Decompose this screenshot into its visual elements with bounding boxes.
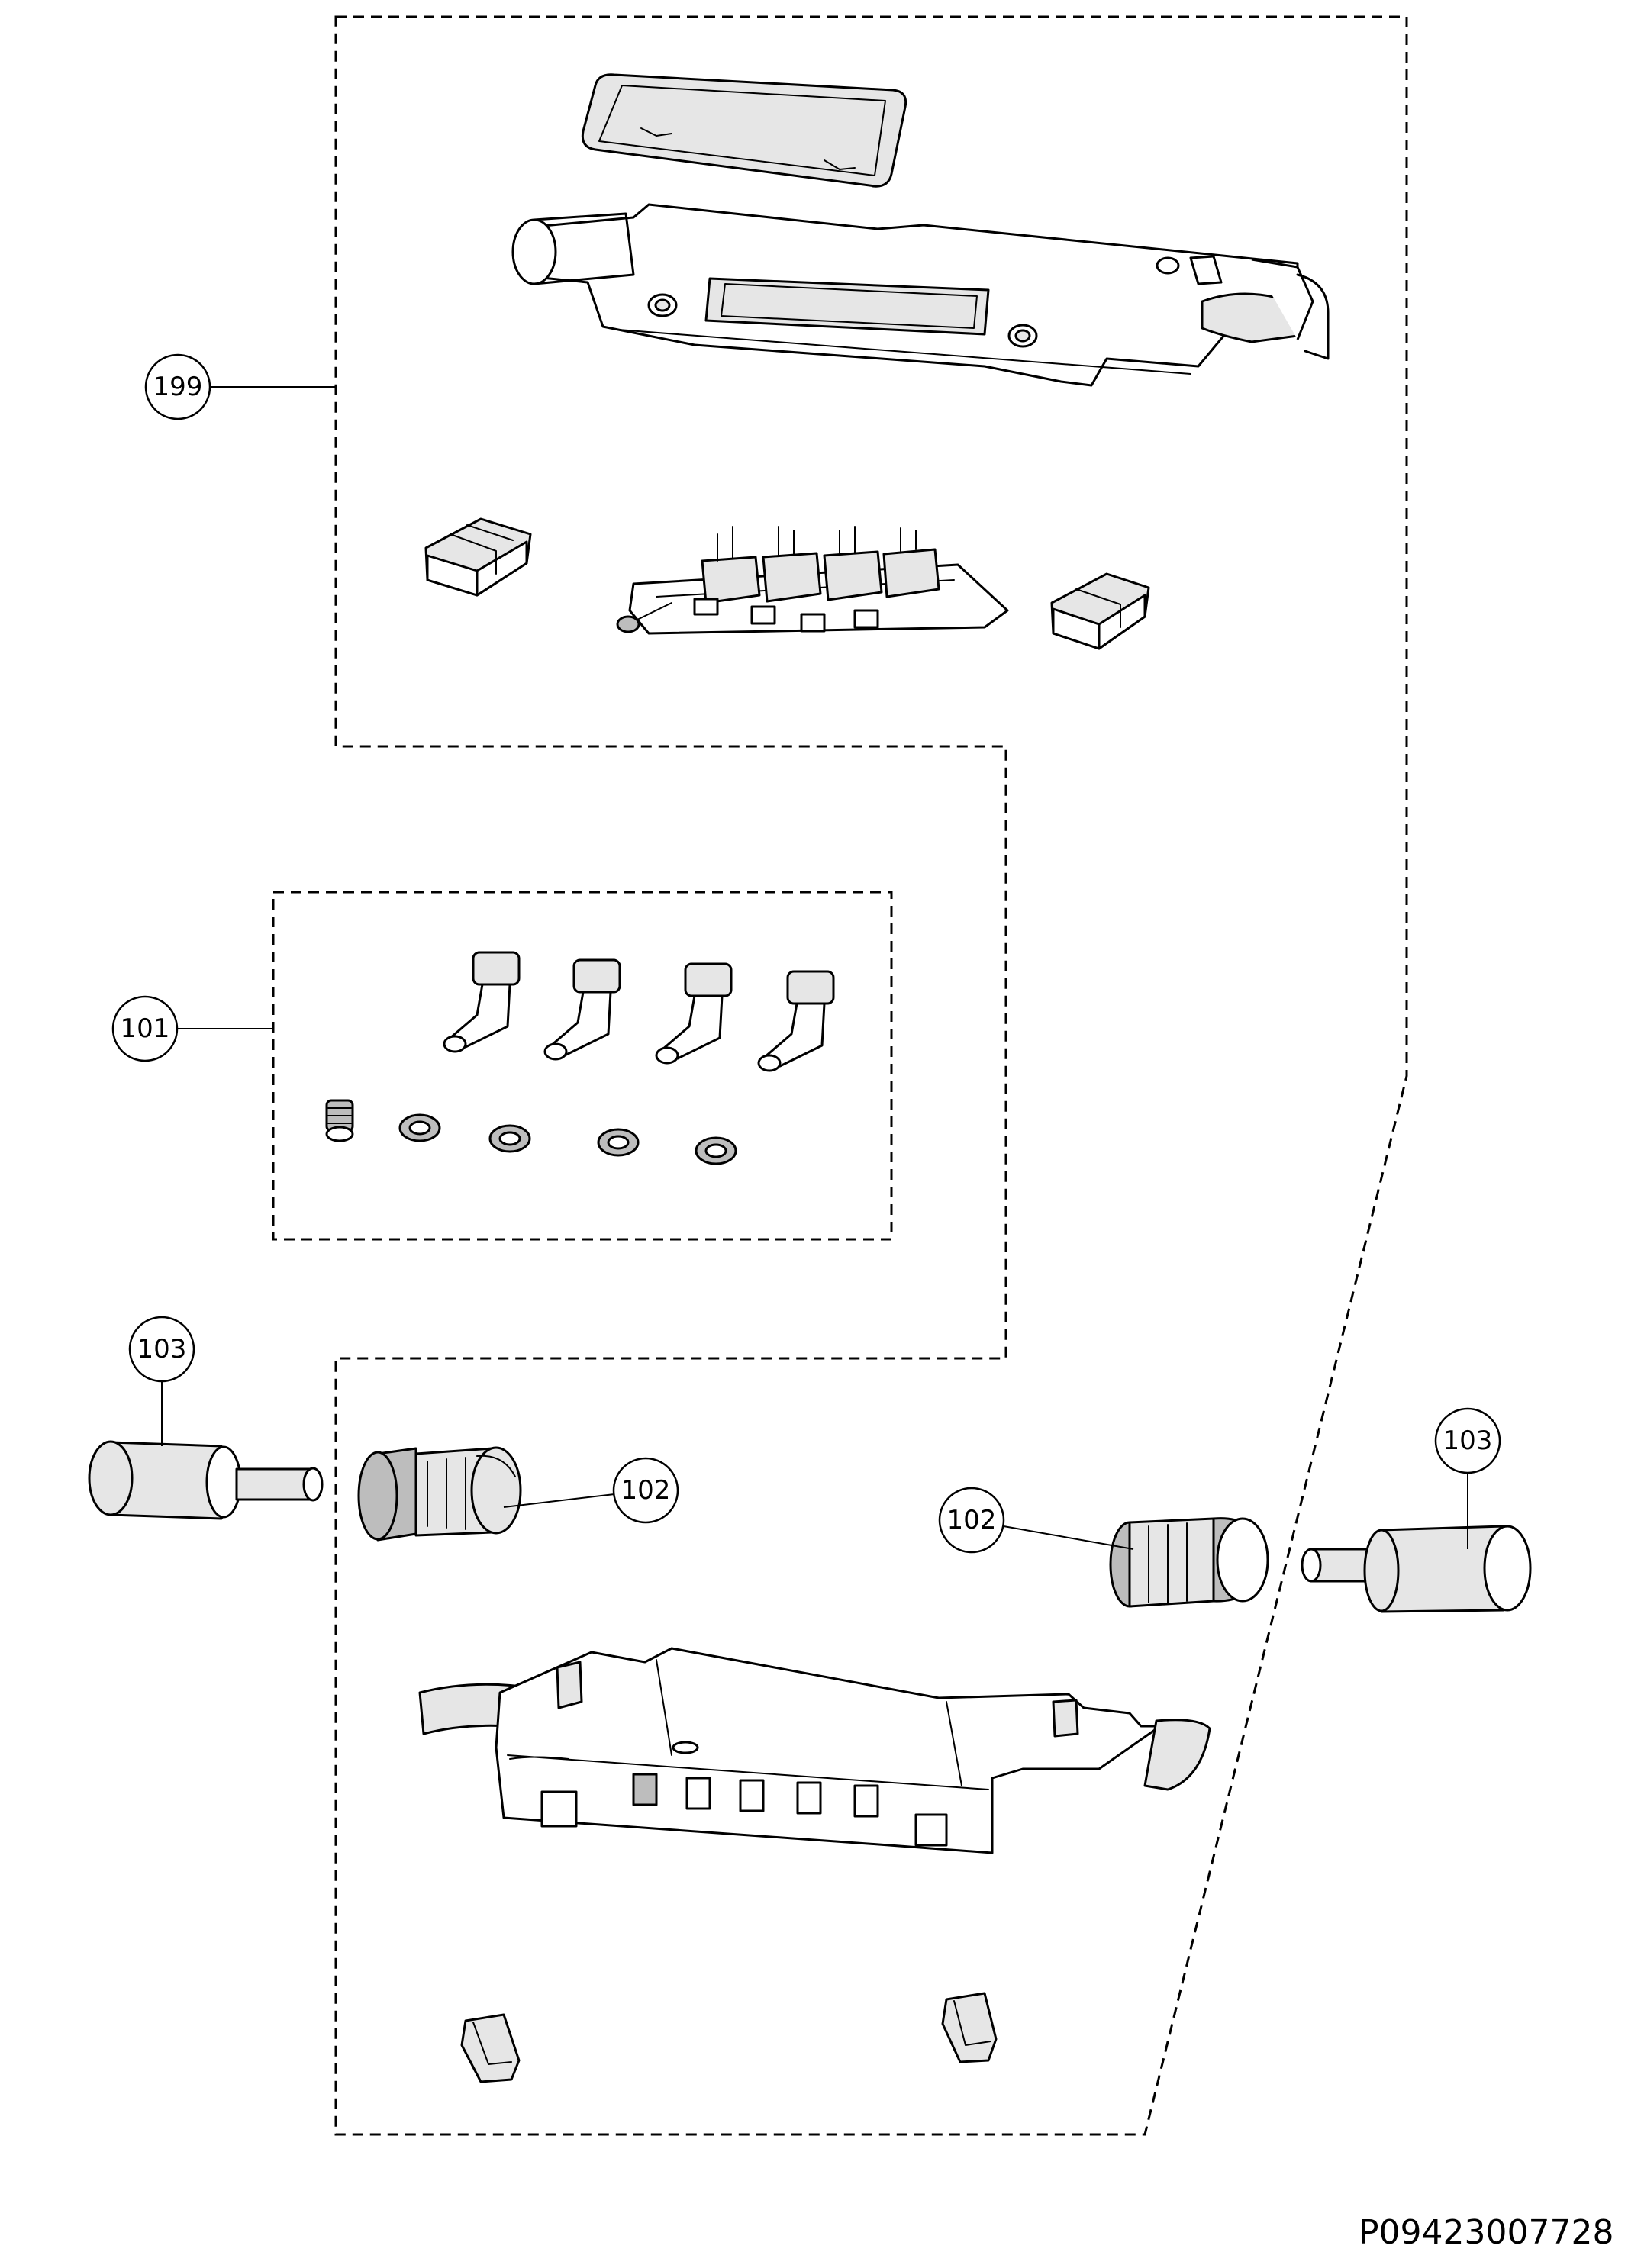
callout-102-left-label: 102 bbox=[621, 1475, 671, 1506]
knob-shaft-2 bbox=[543, 958, 621, 1061]
spring bbox=[325, 1099, 354, 1142]
callout-103-left: 103 bbox=[128, 1316, 195, 1383]
clip-left bbox=[460, 2013, 521, 2083]
top-cover-plate bbox=[581, 73, 907, 188]
clip-right bbox=[941, 1992, 998, 2063]
o-ring-1 bbox=[398, 1113, 441, 1142]
callout-101: 101 bbox=[111, 995, 179, 1062]
knob-holder-left bbox=[357, 1446, 522, 1542]
mounting-block-right bbox=[1050, 572, 1150, 650]
lower-housing bbox=[418, 1647, 1211, 1854]
knob-shaft-3 bbox=[655, 962, 733, 1065]
upper-housing bbox=[511, 203, 1330, 387]
callout-102-right: 102 bbox=[938, 1487, 1005, 1554]
mounting-block-left bbox=[424, 517, 532, 597]
callout-102-right-label: 102 bbox=[947, 1505, 997, 1535]
assembly-199-boundary bbox=[334, 15, 1408, 2136]
callout-103-right: 103 bbox=[1434, 1407, 1501, 1474]
knob-holder-right bbox=[1109, 1517, 1269, 1608]
callout-101-label: 101 bbox=[121, 1013, 170, 1044]
switch-circuit-board bbox=[616, 526, 1009, 635]
callout-103-left-label: 103 bbox=[137, 1334, 187, 1364]
drawing-code: P09423007728 bbox=[1359, 2213, 1614, 2252]
callout-102-left: 102 bbox=[612, 1457, 679, 1524]
control-knob-left bbox=[88, 1440, 324, 1520]
knob-shaft-1 bbox=[443, 951, 521, 1053]
kit-101-boundary bbox=[272, 891, 893, 1241]
o-ring-3 bbox=[597, 1128, 640, 1157]
control-knob-right bbox=[1301, 1525, 1532, 1613]
knob-shaft-4 bbox=[757, 970, 835, 1072]
o-ring-4 bbox=[695, 1136, 737, 1165]
callout-199: 199 bbox=[144, 353, 211, 420]
o-ring-2 bbox=[488, 1124, 531, 1153]
callout-199-label: 199 bbox=[153, 372, 203, 402]
callout-103-right-label: 103 bbox=[1443, 1426, 1493, 1456]
